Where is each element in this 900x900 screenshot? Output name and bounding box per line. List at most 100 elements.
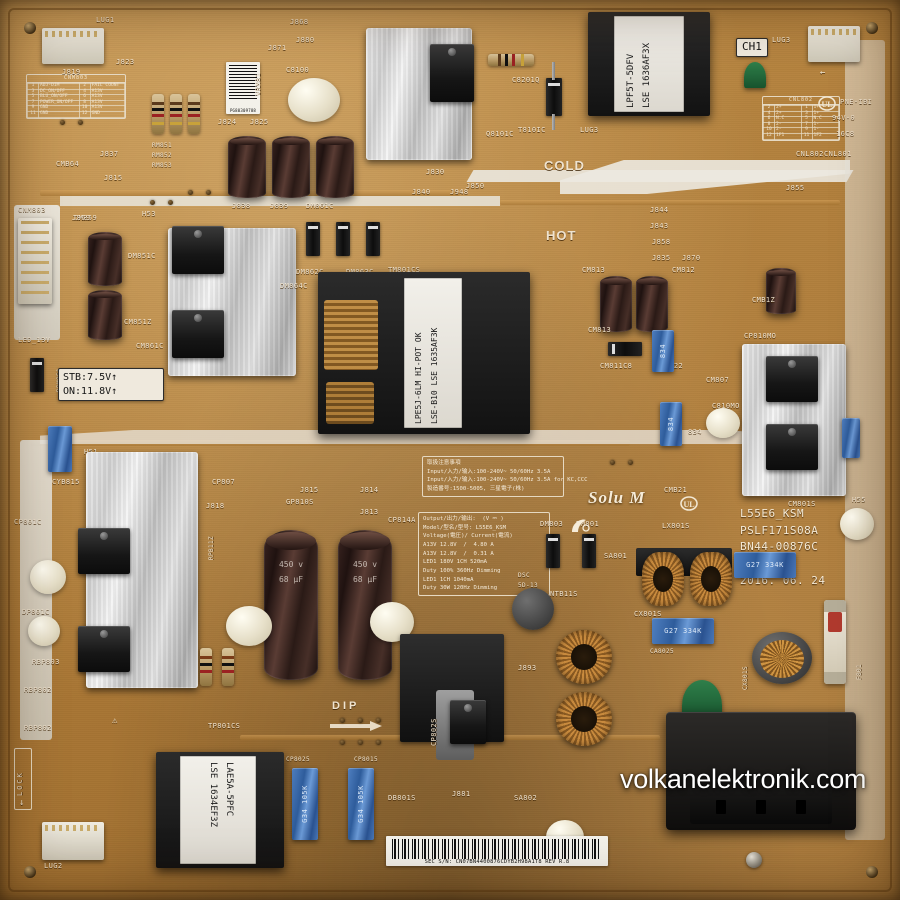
silk-j880: J880: [296, 36, 315, 44]
silk-cx801s2: CX801S: [742, 665, 749, 690]
transistor-right-upper: [766, 356, 818, 402]
diode-dm811c: [608, 342, 642, 356]
bulk-cap-2-value: 68: [352, 575, 363, 585]
heatsink-right: [742, 344, 846, 496]
pin-number: 9: [27, 105, 39, 112]
resistor-lower-1: [200, 648, 212, 686]
silk-j830b: J830: [426, 168, 445, 176]
film-cap-cp8015-text: G34 105K: [357, 785, 365, 823]
diode-dm803: [546, 534, 560, 568]
capacitor-cm853: [316, 136, 354, 198]
silk-db801s: DB801S: [388, 794, 416, 802]
ul-mark-icon-2: UL: [680, 496, 698, 515]
pin-table-cnm803-title: CNM803: [27, 75, 125, 83]
silk-cm861c: CM861C: [136, 342, 164, 350]
silk-cnm803: CNM803: [18, 206, 46, 214]
silk-j838: J838: [232, 202, 251, 210]
transistor-dp801c: [78, 626, 130, 672]
silk-j825: J825: [250, 118, 269, 126]
capacitor-cm851z: [88, 290, 122, 340]
warning-icon: ⚠: [112, 716, 118, 726]
transformer-tp801cs-label: LAE5A-5PFC LSE 1634EF3Z: [180, 756, 256, 864]
spec-l6: Voltage(電圧)/ Current(電流): [423, 533, 513, 540]
pin-number: 7: [27, 99, 39, 107]
fuse-band: [828, 612, 842, 632]
transformer-t801-label: LPF5T-5DFV LSE 1636AF3X: [614, 16, 684, 112]
spec-l1: Input/入力/输入:100-240V~ 50/60Hz 3.5A: [427, 468, 551, 475]
mounting-hole-br: [866, 866, 878, 878]
film-cap-right-1: 834: [652, 330, 674, 372]
connector-lug2[interactable]: [42, 822, 104, 860]
varistor: [744, 62, 766, 88]
silk-dp801c: RBP803: [32, 658, 60, 666]
silk-dm803: DM803: [540, 520, 564, 528]
capacitor-cm852: [272, 136, 310, 198]
resistor-rm852: [170, 94, 182, 134]
pin-signal: A13V: [89, 88, 126, 96]
ch1-label: CH1: [736, 38, 768, 57]
pin-number: 1: [800, 105, 813, 112]
silk-j948: J948: [450, 188, 469, 196]
voltage-on: ON:11.8V↑: [63, 385, 118, 397]
silk-cm813b: CM813: [588, 326, 612, 334]
pin-signal: 1F1: [774, 133, 802, 140]
silk-j815b: J815: [300, 486, 319, 494]
diode-led: [30, 358, 44, 392]
silk-cnl802: CNL802: [796, 150, 824, 158]
capacitor-cm813: [600, 276, 632, 332]
tm801c-line2: LSE-B10 LSE 1635AF3K: [430, 327, 439, 424]
pcb-outline: [8, 8, 892, 892]
silk-j814: J814: [360, 486, 379, 494]
dip-label: DIP: [332, 700, 360, 712]
pin-number: 11: [800, 133, 813, 140]
connector-lug3[interactable]: [808, 26, 860, 62]
ul-date-label: 16C8: [836, 130, 855, 138]
soldermask-band: [40, 430, 820, 444]
silk-dm851c: DM851C: [128, 252, 156, 260]
transistor-gp801cs: [78, 528, 130, 574]
silk-cmb64: CMB64: [56, 160, 80, 168]
film-cap-edge: [842, 418, 860, 458]
capacitor-cm851: [228, 136, 266, 198]
spec-l11: LED1 1CH 1040mA: [423, 576, 474, 583]
solum-logo: Solu M: [588, 488, 646, 507]
ul-file-label: PNE-IBI: [840, 98, 873, 106]
silk-j870: J870: [682, 254, 701, 262]
spec-l4: Output/出力/输出: (V ⎓ ): [423, 516, 504, 522]
silk-ntb11s: NTB11S: [550, 590, 578, 598]
film-cap-g27-1: G27 334K: [734, 552, 796, 578]
silk-dm864c: DM864C: [280, 282, 308, 290]
silk-cm811c8: CM811C8: [600, 362, 633, 370]
silk-j819: J819: [62, 68, 81, 76]
silk-cmb1z: CMB1Z: [752, 296, 776, 304]
connector-left-edge[interactable]: [18, 218, 52, 304]
bulk-cap-2-unit: µF: [367, 575, 378, 585]
silk-cx801s: CX801S: [634, 610, 662, 618]
ul-rating-label: 94V-0: [832, 114, 856, 122]
diode-dm862c: [306, 222, 320, 256]
pin-number: 12: [78, 111, 91, 118]
silk-cm859: CM859: [74, 214, 98, 222]
mounting-hole-tl: [24, 22, 36, 34]
glue-blob: [28, 616, 60, 646]
tp801cs-line2: LSE 1634EF3Z: [208, 762, 218, 828]
resistor: [488, 54, 534, 66]
t801-line2: LSE 1636AF3X: [642, 42, 652, 108]
silk-rm852: RM852: [152, 152, 173, 159]
silk-dm861c: DM861C: [306, 202, 334, 210]
resistor-lower-2: [222, 648, 234, 686]
silk-j813: J813: [360, 508, 379, 516]
silk-cyb815: CYB815: [52, 478, 80, 486]
ntc-thermistor: [512, 588, 554, 630]
glue-blob: [840, 508, 874, 540]
silk-gp801cs: CP801C: [14, 518, 42, 526]
film-cap-cp8015: G34 105K: [348, 768, 374, 840]
serial-barcode-label: SEC S/N: CN07BN4400876CDYB2H98A1T8 REV R…: [386, 836, 608, 866]
connector-cnm803[interactable]: [42, 28, 104, 64]
